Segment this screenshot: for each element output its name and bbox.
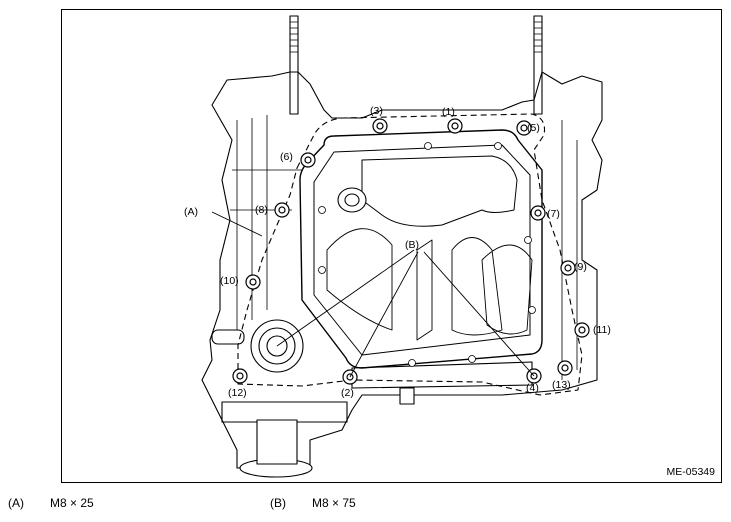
label-8: (8) [255, 204, 268, 216]
label-4: (4) [526, 382, 539, 394]
legend-value-b: M8 × 75 [312, 496, 356, 510]
label-1: (1) [442, 106, 455, 118]
bolt-1 [447, 118, 463, 134]
bolt-7 [530, 205, 546, 221]
label-11: (11) [593, 324, 611, 336]
sealant-dashed-line [237, 113, 583, 396]
flange-bolts [318, 142, 536, 367]
legend-key-b: (B) [270, 496, 286, 510]
label-2: (2) [341, 387, 354, 399]
bolt-11 [574, 322, 590, 338]
label-6: (6) [280, 151, 293, 163]
oil-pan-bolt-diagram: (1) (2) (3) (4) (5) (6) (7) (8) (9) (10)… [184, 15, 611, 478]
block-ribs [230, 115, 578, 380]
sump-recess [361, 155, 518, 227]
bolt-6 [300, 152, 316, 168]
oil-pump-housing [211, 319, 348, 478]
label-9: (9) [574, 261, 587, 273]
legend-item-a: (A) M8 × 25 [8, 496, 94, 510]
leader-lines [211, 211, 535, 378]
bolt-3 [372, 118, 388, 134]
label-A: (A) [184, 206, 198, 218]
label-B: (B) [405, 239, 419, 251]
figure-code: ME-05349 [666, 466, 715, 478]
label-12: (12) [228, 387, 247, 399]
oil-pan-inner [313, 144, 531, 356]
label-5: (5) [527, 122, 540, 134]
oil-pan-body [299, 129, 543, 369]
label-13: (13) [552, 379, 571, 391]
legend-item-b: (B) M8 × 75 [270, 496, 356, 510]
drain-plug [337, 187, 367, 213]
bolt-13 [557, 360, 573, 376]
label-10: (10) [220, 275, 239, 287]
sump-fins [326, 228, 533, 341]
right-stud [533, 15, 543, 115]
bolt-12 [232, 368, 248, 384]
bolt-5 [516, 120, 532, 136]
bolts [232, 118, 590, 385]
label-3: (3) [370, 105, 383, 117]
legend-key-a: (A) [8, 496, 24, 510]
bolt-8 [274, 202, 290, 218]
legend-value-a: M8 × 25 [50, 496, 94, 510]
bolt-10 [245, 274, 261, 290]
label-7: (7) [547, 208, 560, 220]
diagram-frame: (1) (2) (3) (4) (5) (6) (7) (8) (9) (10)… [61, 9, 722, 483]
bolt-9 [560, 260, 576, 276]
left-stud [289, 15, 299, 115]
